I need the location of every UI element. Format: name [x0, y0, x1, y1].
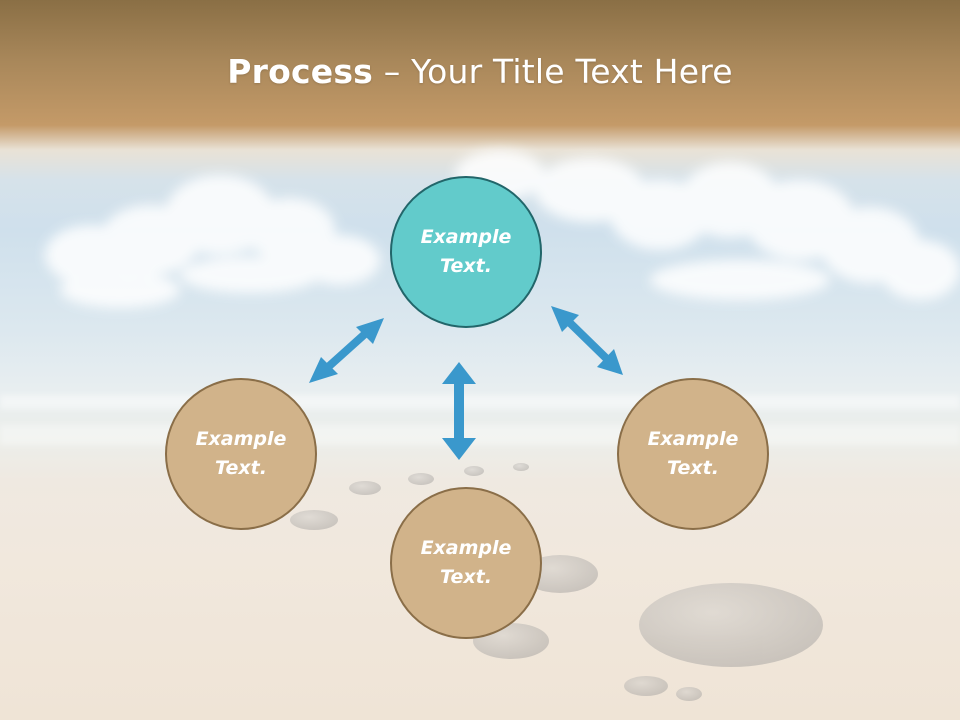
double-arrow-left[interactable] [309, 318, 384, 383]
title-rest: – Your Title Text Here [373, 52, 733, 91]
title-bold: Process [227, 52, 374, 91]
clouds [45, 150, 960, 308]
node-text-line2: Text. [215, 457, 267, 479]
node-text-line1: Example [420, 226, 512, 248]
double-arrow-center[interactable] [442, 362, 476, 460]
process-node-left[interactable]: Example Text. [165, 378, 317, 530]
node-text-line2: Text. [667, 457, 719, 479]
node-text-line2: Text. [440, 255, 492, 277]
process-node-right[interactable]: Example Text. [617, 378, 769, 530]
node-text-line1: Example [420, 537, 512, 559]
slide-title[interactable]: Process – Your Title Text Here [0, 52, 960, 91]
process-node-bottom[interactable]: Example Text. [390, 487, 542, 639]
node-text-line1: Example [195, 428, 287, 450]
node-text-line1: Example [647, 428, 739, 450]
double-arrow-right[interactable] [551, 306, 623, 375]
node-text-line2: Text. [440, 566, 492, 588]
process-node-top[interactable]: Example Text. [390, 176, 542, 328]
